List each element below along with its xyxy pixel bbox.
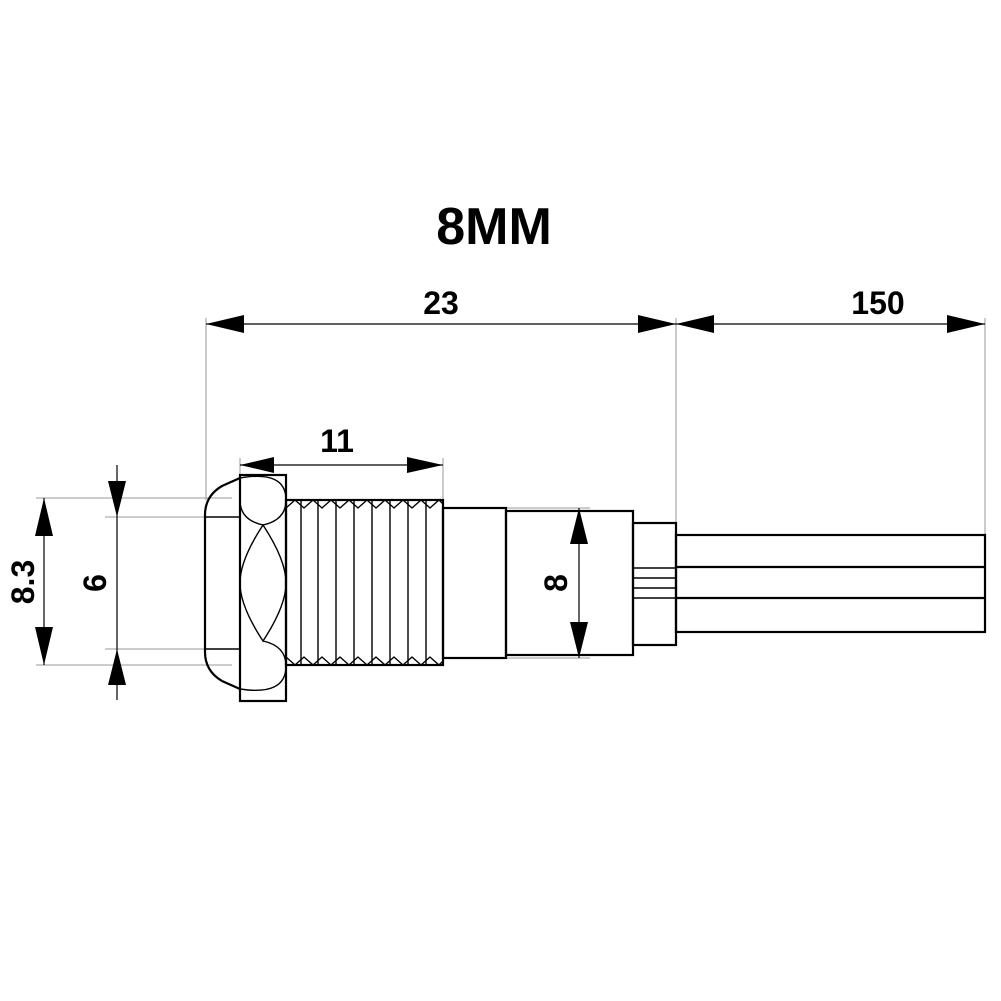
- body-cylinder: [441, 506, 508, 660]
- threaded-shank: [284, 498, 445, 667]
- hex-nut: [238, 473, 288, 703]
- dimension-label-150: 150: [851, 285, 904, 321]
- dimension-label-6: 6: [77, 574, 113, 592]
- dimension-body-diameter: 8: [538, 508, 588, 658]
- dimension-thread-length: 11: [240, 423, 443, 473]
- dimension-label-8: 8: [538, 574, 574, 592]
- dimension-label-11: 11: [320, 423, 354, 459]
- lead-wires: [674, 533, 987, 634]
- rear-connector: [631, 521, 678, 647]
- extension-lines: [36, 318, 986, 666]
- indicator-part-outline: [203, 473, 987, 703]
- dimension-label-23: 23: [423, 285, 459, 321]
- bezel-dome: [203, 476, 241, 691]
- dimension-overall-length: 23: [206, 285, 676, 333]
- dimension-cable-length: 150: [676, 285, 985, 333]
- dimension-bezel-diameter: 6: [77, 465, 126, 700]
- drawing-title: 8MM: [436, 198, 552, 256]
- dimension-label-8-3: 8.3: [5, 560, 41, 604]
- dimension-head-diameter: 8.3: [5, 498, 53, 665]
